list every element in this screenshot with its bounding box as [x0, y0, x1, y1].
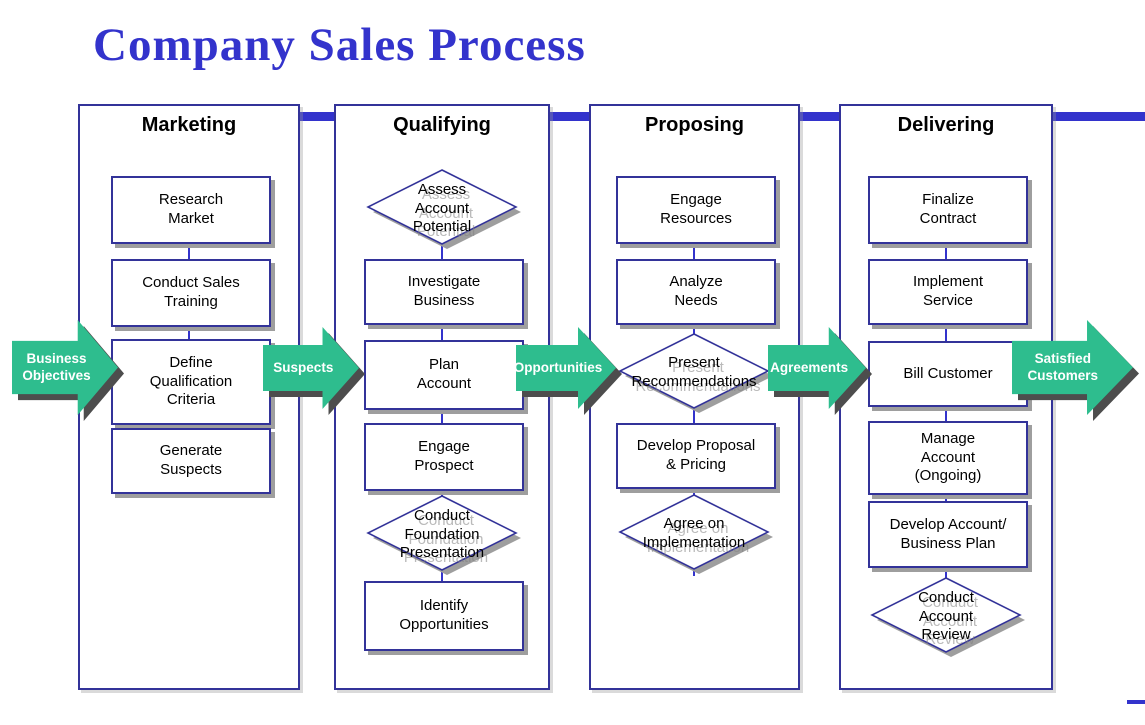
- stage-header-qualifying: Qualifying: [393, 114, 491, 136]
- process-box-label: Manage Account (Ongoing): [914, 429, 982, 485]
- decision-diamond-label: Assess Account Potential: [412, 180, 472, 236]
- flow-arrow-agreements: Agreements: [768, 327, 872, 415]
- process-box-label: Identify Opportunities: [399, 597, 489, 633]
- process-box-identify-opportunities: Identify Opportunities: [364, 581, 524, 651]
- process-box-implement-service: Implement Service: [868, 259, 1028, 325]
- decision-diamond-conduct-foundation-presentation: Conduct Foundation Presentation: [359, 492, 525, 578]
- diamond-shape: [366, 495, 521, 575]
- process-box-label: Develop Proposal & Pricing: [636, 437, 756, 473]
- process-box-label: Finalize Contract: [919, 191, 977, 227]
- process-box-investigate-business: Investigate Business: [364, 259, 524, 325]
- connector-line: [441, 206, 443, 614]
- decision-diamond-present-recommendations: Present Recommendations: [611, 330, 777, 416]
- process-box-label: Research Market: [158, 191, 224, 227]
- process-box-generate-suspects: Generate Suspects: [111, 428, 271, 494]
- flow-arrow-opportunities: Opportunities: [513, 327, 622, 415]
- decision-diamond-label: Conduct Account Review: [918, 588, 974, 644]
- process-box-finalize-contract: Finalize Contract: [868, 176, 1028, 244]
- decision-diamond-label: Present Recommendations: [631, 354, 757, 390]
- process-box-label: Develop Account/ Business Plan: [889, 515, 1007, 552]
- process-box-label: Investigate Business: [407, 273, 481, 309]
- process-box-label: Generate Suspects: [159, 442, 223, 478]
- process-box-plan-account: Plan Account: [364, 340, 524, 410]
- decision-diamond-assess-account-potential: Assess Account Potential: [359, 166, 525, 252]
- flow-arrow-business-objectives: Business Objectives: [12, 320, 124, 421]
- process-box-define-qualification-criteria: Define Qualification Criteria: [111, 339, 271, 425]
- stage-panel-proposing: Proposing Engage Resources Analyze Needs…: [589, 104, 800, 690]
- decision-diamond-conduct-account-review: Conduct Account Review: [863, 574, 1029, 660]
- flow-arrow-label: Opportunities: [513, 359, 603, 375]
- process-box-label: Conduct Sales Training: [142, 274, 240, 310]
- process-box-manage-account-ongoing: Manage Account (Ongoing): [868, 421, 1028, 495]
- process-box-label: Plan Account: [416, 356, 472, 392]
- process-box-research-market: Research Market: [111, 176, 271, 244]
- diagram-title: Company Sales Process: [93, 19, 586, 71]
- stage-panel-marketing: Marketing Research Market Conduct Sales …: [78, 104, 300, 690]
- process-box-conduct-sales-training: Conduct Sales Training: [111, 259, 271, 327]
- flow-arrow-label: Business Objectives: [22, 351, 91, 383]
- process-box-analyze-needs: Analyze Needs: [616, 259, 776, 325]
- flow-arrow-suspects: Suspects: [263, 327, 365, 415]
- flow-arrow-label: Suspects: [273, 359, 334, 375]
- process-box-label: Define Qualification Criteria: [149, 353, 233, 409]
- flow-arrow-label: Satisfied Customers: [1027, 351, 1099, 383]
- decision-diamond-agree-on-implementation: Agree on Implementation: [611, 491, 777, 577]
- flow-arrow-label: Agreements: [770, 359, 849, 375]
- process-box-develop-account-business-plan: Develop Account/ Business Plan: [868, 501, 1028, 568]
- process-box-label: Implement Service: [912, 273, 984, 309]
- process-box-label: Bill Customer: [903, 364, 993, 382]
- diamond-shape: [618, 494, 773, 574]
- stage-header-delivering: Delivering: [897, 114, 995, 136]
- flow-arrow-satisfied-customers: Satisfied Customers: [1012, 320, 1139, 421]
- diamond-shape: [366, 169, 521, 249]
- stage-panel-delivering: Delivering Finalize Contract Implement S…: [839, 104, 1053, 690]
- process-box-engage-resources: Engage Resources: [616, 176, 776, 244]
- stage-header-proposing: Proposing: [645, 114, 744, 136]
- process-box-engage-prospect: Engage Prospect: [364, 423, 524, 491]
- process-box-label: Engage Resources: [660, 191, 732, 227]
- decision-diamond-label: Conduct Foundation Presentation: [399, 506, 485, 562]
- stage-header-marketing: Marketing: [141, 114, 237, 136]
- decision-diamond-label: Agree on Implementation: [642, 515, 746, 551]
- diamond-shape: [870, 577, 1025, 657]
- connector-line: [188, 206, 190, 461]
- diamond-shape: [618, 333, 773, 413]
- process-box-label: Engage Prospect: [414, 438, 474, 474]
- process-box-label: Analyze Needs: [669, 273, 723, 309]
- border-fragment: [1127, 700, 1145, 704]
- process-box-bill-customer: Bill Customer: [868, 341, 1028, 407]
- process-box-develop-proposal-pricing: Develop Proposal & Pricing: [616, 423, 776, 489]
